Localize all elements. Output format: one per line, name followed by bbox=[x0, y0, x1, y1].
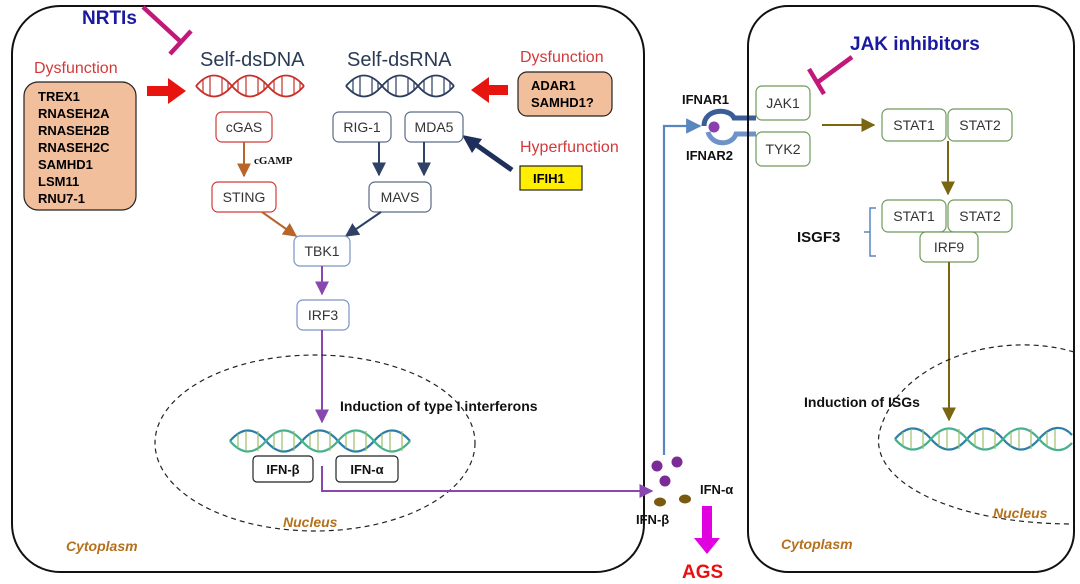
jak-inhibitors-label: JAK inhibitors bbox=[850, 34, 980, 55]
ifn-beta-box bbox=[252, 455, 314, 483]
nucleus-right bbox=[877, 344, 1075, 525]
ifn-alpha-label: IFN-α bbox=[350, 462, 383, 477]
ifih1-label: IFIH1 bbox=[533, 171, 565, 186]
gene-rnaseh2a: RNASEH2A bbox=[38, 106, 110, 121]
left-cell-membrane bbox=[11, 5, 645, 573]
dysfunction-left-arrow bbox=[147, 78, 186, 104]
nucleus-right-label: Nucleus bbox=[993, 505, 1048, 521]
ifnar1-label: IFNAR1 bbox=[682, 92, 729, 107]
gene-samhd1-q: SAMHD1? bbox=[531, 95, 594, 110]
tbk1-label: TBK1 bbox=[304, 243, 339, 259]
ifnar2-label: IFNAR2 bbox=[686, 148, 733, 163]
dysfunction-right-arrow bbox=[471, 77, 508, 103]
stat1-label: STAT1 bbox=[893, 117, 935, 133]
dysfunction-gene-list: TREX1 RNASEH2A RNASEH2B RNASEH2C SAMHD1 … bbox=[38, 89, 113, 206]
isgf3-bracket bbox=[864, 207, 876, 257]
mavs-to-tbk1-arrow bbox=[344, 211, 382, 237]
rig1-label: RIG-1 bbox=[343, 119, 381, 135]
nucleus-left-label: Nucleus bbox=[283, 514, 338, 530]
cgamp-label: cGAMP bbox=[254, 155, 293, 167]
mavs-label: MAVS bbox=[381, 189, 420, 205]
nucleus-left bbox=[154, 354, 476, 532]
hyperfunction-arrow bbox=[462, 135, 514, 173]
ifn-alpha-particles bbox=[651, 456, 683, 487]
dna-helix-right-icon bbox=[894, 426, 1073, 452]
dysfunction-right-genes: ADAR1 SAMHD1? bbox=[531, 78, 594, 110]
mavs-node bbox=[368, 181, 432, 213]
dysfunction-right-box bbox=[517, 71, 613, 117]
irf3-label: IRF3 bbox=[308, 307, 339, 323]
cytoplasm-right-label: Cytoplasm bbox=[781, 536, 853, 552]
mda5-label: MDA5 bbox=[415, 119, 454, 135]
nrti-inhibition-arrow bbox=[141, 5, 193, 56]
rig1-node bbox=[332, 111, 392, 143]
ifn-secretion-arrow bbox=[321, 466, 654, 498]
gene-rnu7-1: RNU7-1 bbox=[38, 191, 85, 206]
jak1-node bbox=[755, 85, 811, 121]
cytoplasm-left-label: Cytoplasm bbox=[66, 538, 138, 554]
stat1-isgf3-label: STAT1 bbox=[893, 208, 935, 224]
jak-inhibition-arrow bbox=[807, 55, 854, 96]
jak1-label: JAK1 bbox=[766, 95, 800, 111]
ifn-to-receptor-line bbox=[662, 118, 702, 455]
gene-rnaseh2c: RNASEH2C bbox=[38, 140, 110, 155]
isgf3-label: ISGF3 bbox=[797, 229, 840, 246]
dsdna-helix-icon bbox=[195, 74, 305, 98]
ifih1-box bbox=[519, 165, 583, 191]
mda5-node bbox=[404, 111, 464, 143]
hyperfunction-label: Hyperfunction bbox=[520, 139, 619, 156]
right-cell-membrane bbox=[747, 5, 1075, 573]
stat2-isgf3-label: STAT2 bbox=[959, 208, 1001, 224]
sting-label: STING bbox=[223, 189, 266, 205]
dysfunction-right-label: Dysfunction bbox=[520, 49, 604, 66]
gene-samhd1: SAMHD1 bbox=[38, 157, 93, 172]
stat2-isgf3-node bbox=[947, 199, 1013, 233]
induction-type1-label: Induction of type I interferons bbox=[340, 398, 538, 414]
ifn-beta-label: IFN-β bbox=[266, 462, 299, 477]
nrti-label: NRTIs bbox=[82, 8, 137, 29]
dna-helix-left-icon bbox=[229, 429, 411, 453]
ags-label: AGS bbox=[682, 562, 723, 583]
dysfunction-left-label: Dysfunction bbox=[34, 60, 118, 77]
stat2-node bbox=[947, 108, 1013, 142]
gene-trex1: TREX1 bbox=[38, 89, 80, 104]
sting-node bbox=[211, 181, 277, 213]
gene-lsm11: LSM11 bbox=[38, 174, 79, 189]
ifnar-receptor-icon bbox=[701, 108, 756, 146]
induction-isgs-label: Induction of ISGs bbox=[804, 394, 920, 410]
gene-adar1: ADAR1 bbox=[531, 78, 576, 93]
stat2-label: STAT2 bbox=[959, 117, 1001, 133]
ags-arrow bbox=[694, 506, 720, 554]
ifn-alpha-box bbox=[335, 455, 399, 483]
self-dsrna-label: Self-dsRNA bbox=[347, 49, 452, 71]
stat1-node bbox=[881, 108, 947, 142]
cgas-label: cGAS bbox=[226, 119, 263, 135]
stat1-isgf3-node bbox=[881, 199, 947, 233]
tyk2-node bbox=[755, 131, 811, 167]
ifn-beta-particles bbox=[654, 494, 691, 507]
gene-rnaseh2b: RNASEH2B bbox=[38, 123, 110, 138]
sting-to-tbk1-arrow bbox=[261, 211, 298, 237]
ifn-alpha-middle-label: IFN-α bbox=[700, 482, 733, 497]
tyk2-label: TYK2 bbox=[765, 141, 800, 157]
dysfunction-gene-box bbox=[23, 81, 137, 211]
ifn-beta-middle-label: IFN-β bbox=[636, 512, 669, 527]
self-dsdna-label: Self-dsDNA bbox=[200, 49, 305, 71]
irf9-label: IRF9 bbox=[934, 239, 965, 255]
dsrna-helix-icon bbox=[345, 74, 455, 98]
